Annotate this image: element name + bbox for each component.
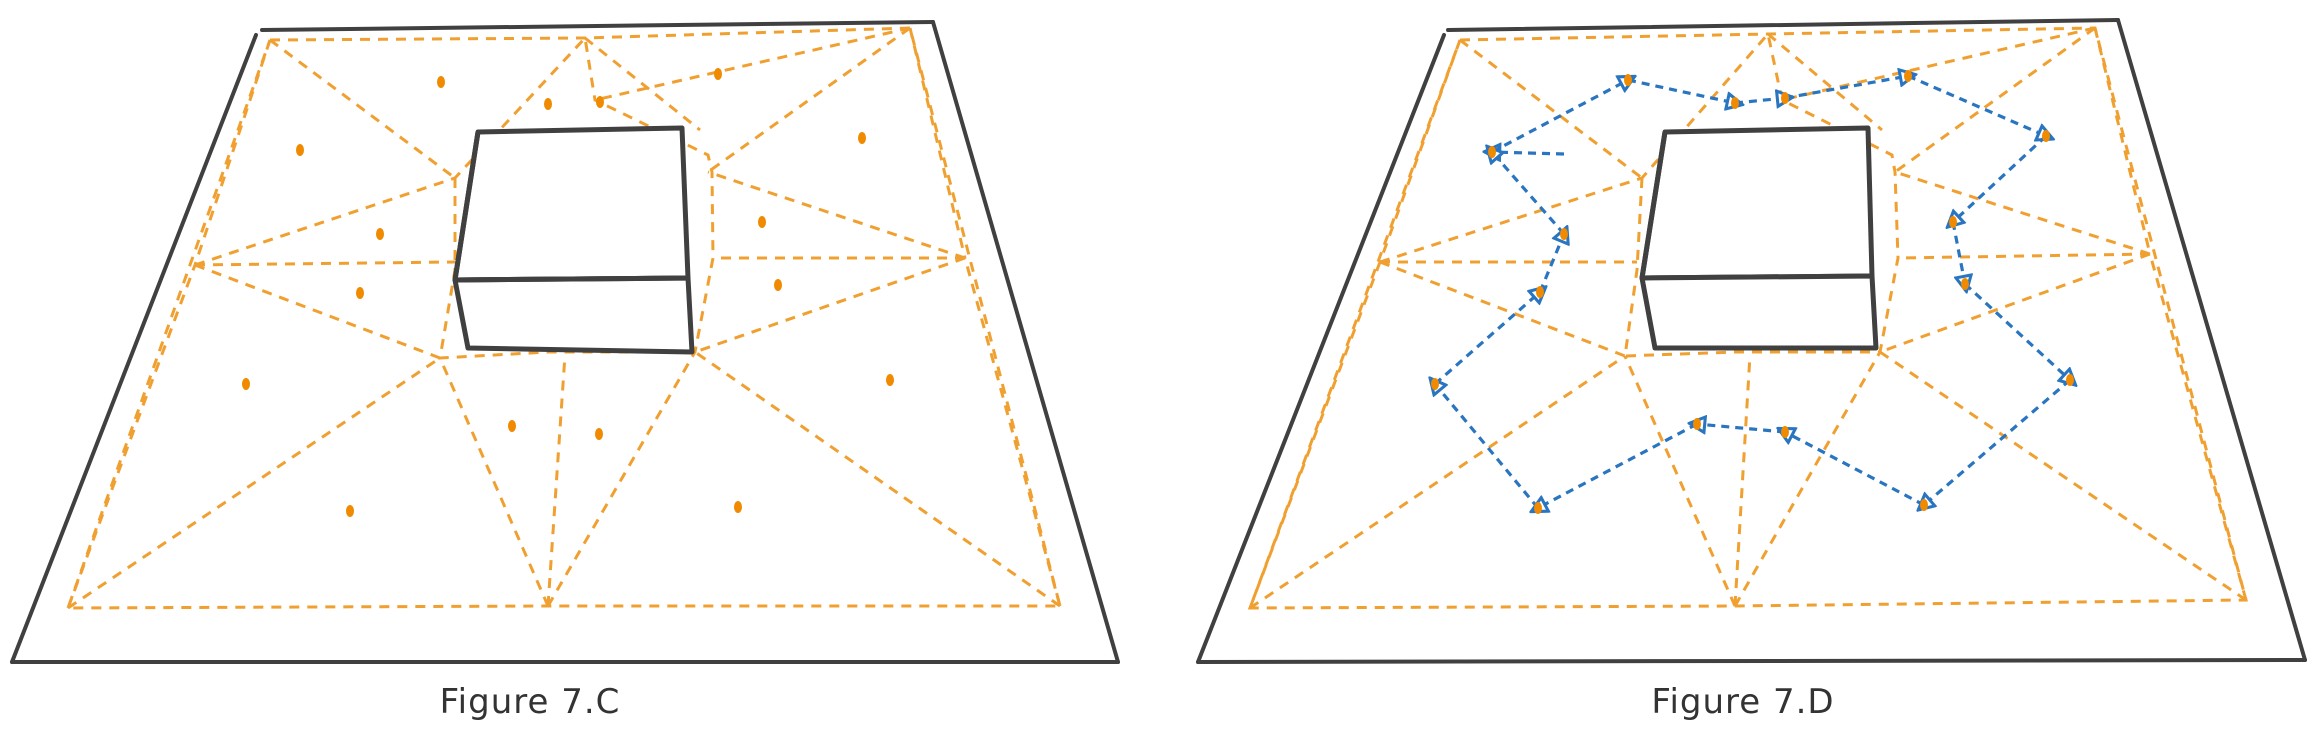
waypoints — [242, 68, 894, 517]
figure-7c — [10, 20, 1120, 664]
obstacle-box — [1639, 125, 1879, 351]
waypoint-dot — [1624, 74, 1632, 86]
figure-caption-7d: Figure 7.D — [1651, 682, 1835, 722]
waypoint-dot — [1961, 278, 1969, 290]
waypoint-dot — [508, 420, 516, 432]
waypoint-dot — [1560, 228, 1568, 240]
waypoint-dot — [1781, 426, 1789, 438]
figure-caption-7c: Figure 7.C — [439, 682, 621, 722]
waypoint-dot — [2042, 130, 2050, 142]
waypoint-dot — [1536, 286, 1544, 298]
waypoint-dot — [774, 279, 782, 291]
waypoint-dot — [595, 428, 603, 440]
waypoint-dot — [296, 144, 304, 156]
waypoint-dot — [1949, 216, 1957, 228]
waypoint-dot — [242, 378, 250, 390]
waypoint-dot — [1431, 378, 1439, 390]
waypoint-dot — [1904, 70, 1912, 82]
waypoint-dot — [1488, 146, 1496, 158]
waypoint-dot — [1920, 499, 1928, 511]
navmesh — [65, 26, 1062, 610]
waypoint-dot — [886, 374, 894, 386]
floor-outline — [1196, 18, 2307, 664]
waypoint-path — [1435, 76, 2070, 508]
waypoint-dot — [1693, 418, 1701, 430]
waypoint-dot — [346, 505, 354, 517]
waypoint-dot — [437, 76, 445, 88]
waypoint-dot — [1534, 502, 1542, 514]
waypoint-dot — [356, 287, 364, 299]
floor-outline — [10, 20, 1120, 664]
waypoints — [1431, 70, 2074, 514]
waypoint-dot — [544, 98, 552, 110]
waypoint-dot — [2066, 374, 2074, 386]
waypoint-dot — [1731, 97, 1739, 109]
waypoint-dot — [596, 96, 604, 108]
figure-7d — [1196, 18, 2307, 664]
waypoint-dot — [734, 501, 742, 513]
waypoint-dot — [714, 68, 722, 80]
navmesh — [1247, 26, 2248, 610]
waypoint-dot — [1781, 92, 1789, 104]
waypoint-dot — [858, 132, 866, 144]
waypoint-dot — [376, 228, 384, 240]
obstacle-box — [452, 125, 695, 355]
waypoint-dot — [758, 216, 766, 228]
